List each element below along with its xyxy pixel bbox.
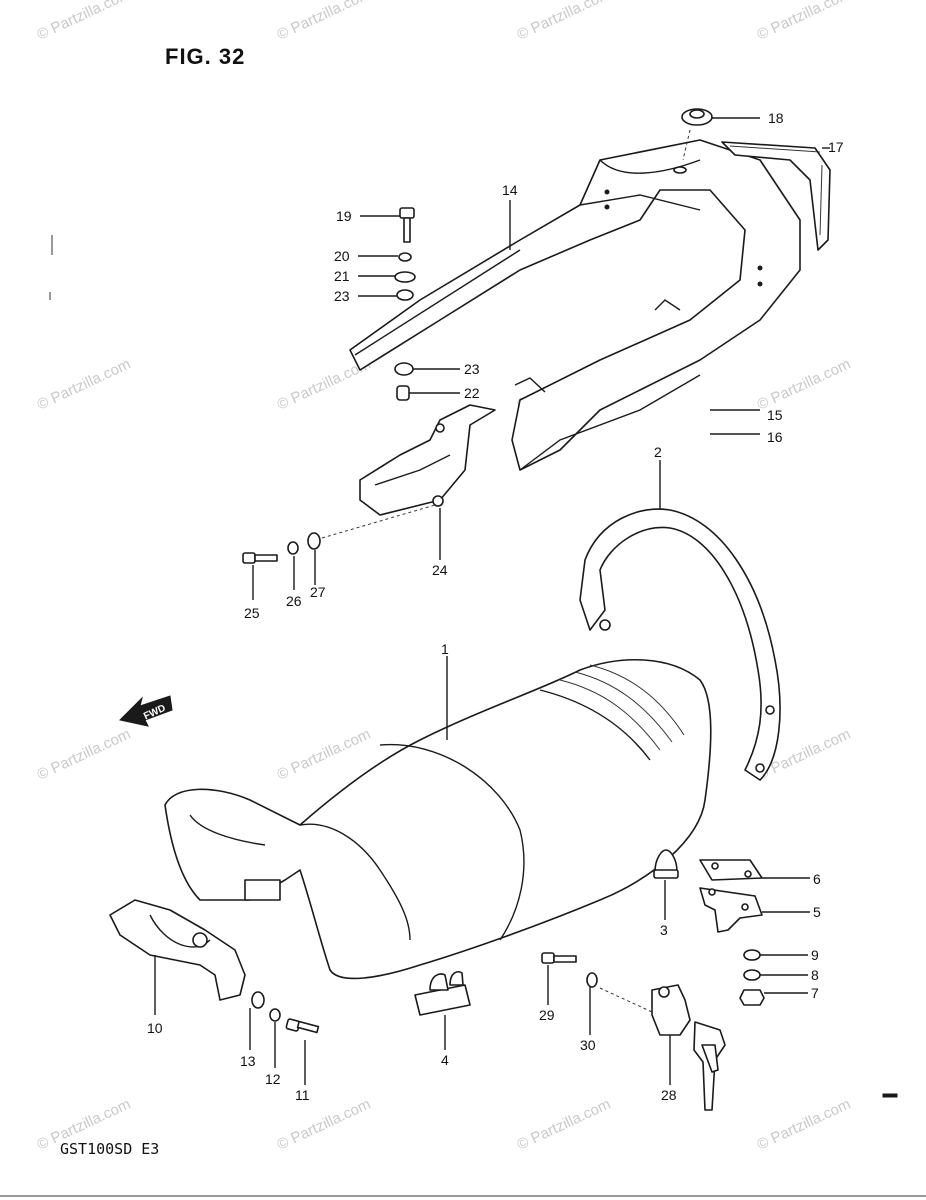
watermark-text: © Partzilla.com [755,1096,854,1154]
tail-cowl [349,139,801,471]
callout-19: 19 [336,208,352,224]
callout-29: 29 [539,1007,555,1023]
callout-12: 12 [265,1071,281,1087]
callout-3: 3 [660,922,668,938]
callout-1: 1 [441,641,449,657]
callout-7: 7 [811,985,819,1001]
forward-direction-arrow: FWD [118,695,173,727]
callout-2: 2 [654,444,662,460]
callout-27: 27 [310,584,326,600]
seat-lock-with-keys [599,984,726,1111]
callout-24: 24 [432,562,448,578]
callout-11: 11 [295,1087,310,1103]
seat-assembly [164,658,712,980]
callout-22: 22 [464,385,480,401]
callout-30: 30 [580,1037,596,1053]
figure-title: FIG. 32 [165,44,246,69]
leader-lines [154,117,830,1085]
callout-17: 17 [828,139,844,155]
bolt-and-washer-lock [541,952,598,988]
bolt-and-washers-rear [251,991,320,1034]
callout-21: 21 [334,268,350,284]
watermark-text: © Partzilla.com [755,356,854,414]
rubber-grommet [681,108,713,161]
watermark-text: © Partzilla.com [35,0,134,44]
watermark-text: © Partzilla.com [35,726,134,784]
rear-seat-bracket [109,899,246,1001]
callout-15: 15 [767,407,783,423]
watermark-text: © Partzilla.com [35,356,134,414]
callout-8: 8 [811,967,819,983]
watermark-text: © Partzilla.com [275,726,374,784]
callout-26: 26 [286,593,302,609]
callout-23-lower: 23 [464,361,480,377]
bolt-and-washers-upper [394,207,416,301]
seat-strap [579,508,781,781]
seat-cushion-damper [653,849,679,879]
nut-and-collar [394,362,414,401]
callout-23-upper: 23 [334,288,350,304]
callout-20: 20 [334,248,350,264]
model-code: GST100SD E3 [60,1140,160,1158]
watermark-text: © Partzilla.com [515,0,614,44]
callout-28: 28 [661,1087,677,1103]
watermark-text: © Partzilla.com [755,0,854,44]
callout-6: 6 [813,871,821,887]
watermark-text: © Partzilla.com [275,1096,374,1154]
callout-14: 14 [502,182,518,198]
seat-mounting-plates [699,859,763,933]
watermark-text: © Partzilla.com [275,0,374,44]
callout-labels: 1 2 3 4 5 6 7 8 9 10 11 12 13 14 15 16 1… [147,110,844,1103]
seat-lock-bracket [359,404,496,516]
scan-edge-marks [0,235,926,1197]
callout-18: 18 [768,110,784,126]
watermark-text: © Partzilla.com [35,1096,134,1154]
callout-4: 4 [441,1052,449,1068]
callout-9: 9 [811,947,819,963]
watermark-text: © Partzilla.com [515,1096,614,1154]
callout-10: 10 [147,1020,163,1036]
seat-hinge-block [414,970,471,1016]
tail-trim-strip [721,141,831,251]
bolt-and-washers-lock [242,504,436,564]
callout-5: 5 [813,904,821,920]
callout-13: 13 [240,1053,256,1069]
callout-25: 25 [244,605,260,621]
nuts-and-washers-right [739,949,765,1006]
callout-16: 16 [767,429,783,445]
